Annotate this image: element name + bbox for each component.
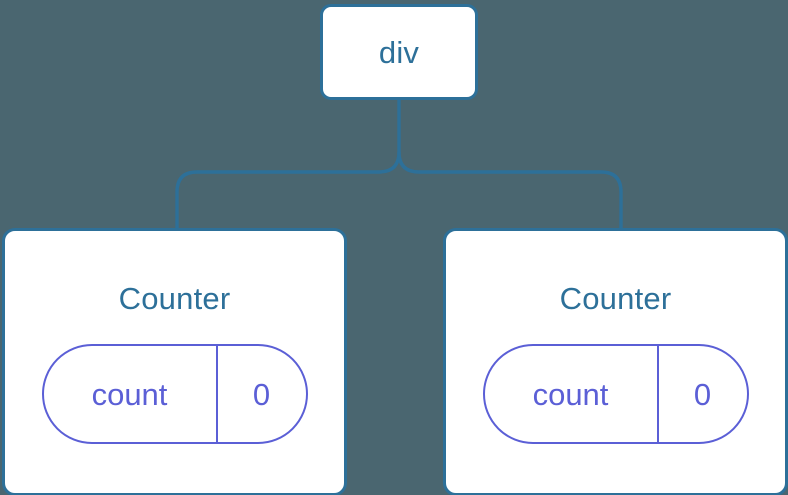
node-counter-1[interactable]: Counter count 0: [443, 228, 788, 495]
state-value-cell-1: 0: [659, 346, 747, 442]
node-div-label: div: [378, 34, 420, 70]
state-pill-counter-0[interactable]: count 0: [41, 344, 308, 444]
state-value-label-0: 0: [252, 376, 271, 412]
state-value-cell-0: 0: [218, 346, 306, 442]
connector-branch-right: [397, 151, 623, 228]
state-key-label-0: count: [91, 376, 168, 412]
node-counter-0[interactable]: Counter count 0: [2, 228, 347, 495]
state-key-cell-1: count: [485, 346, 659, 442]
node-counter-1-title: Counter: [559, 281, 672, 316]
state-value-label-1: 0: [693, 376, 712, 412]
node-counter-0-title: Counter: [118, 281, 231, 316]
node-div[interactable]: div: [320, 4, 478, 100]
state-key-label-1: count: [532, 376, 609, 412]
connector-branch-left: [175, 151, 401, 228]
state-key-cell-0: count: [44, 346, 218, 442]
state-pill-counter-1[interactable]: count 0: [482, 344, 749, 444]
